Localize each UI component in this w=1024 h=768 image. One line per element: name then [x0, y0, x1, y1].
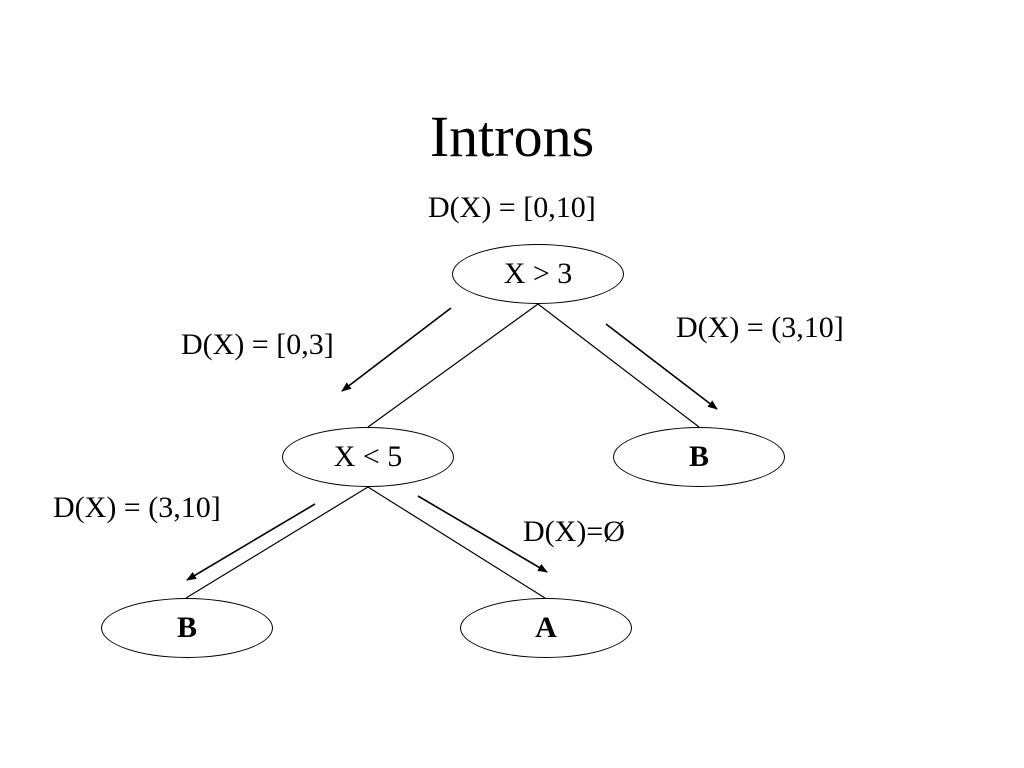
- left-leaf-node: B: [101, 598, 273, 658]
- branch-inner-to-left-leaf: [185, 486, 369, 599]
- right-leaf-label: B: [688, 440, 709, 473]
- inner-node-label: X < 5: [333, 440, 403, 473]
- branch-root-to-inner: [367, 303, 539, 428]
- left-leaf-label: B: [176, 611, 197, 644]
- domain-label-inner-right: D(X)=Ø: [523, 515, 625, 548]
- domain-label-root-left: D(X) = [0,3]: [181, 328, 334, 361]
- right-leaf-node: B: [613, 427, 785, 487]
- inner-node: X < 5: [282, 427, 454, 487]
- slide-title: Introns: [429, 104, 595, 169]
- domain-label-inner-left: D(X) = (3,10]: [53, 491, 221, 524]
- domain-label-root-right: D(X) = (3,10]: [676, 311, 844, 344]
- arrow-inner-left: [186, 503, 316, 581]
- branch-inner-to-middle-leaf: [367, 486, 546, 599]
- domain-label-root: D(X) = [0,10]: [428, 191, 596, 224]
- arrow-root-right: [605, 323, 718, 410]
- root-node: X > 3: [452, 244, 624, 304]
- middle-leaf-label: A: [535, 611, 557, 644]
- arrow-inner-right: [417, 495, 548, 573]
- arrow-root-left: [341, 307, 452, 392]
- branch-root-to-right-leaf: [537, 303, 700, 428]
- root-node-label: X > 3: [503, 257, 573, 290]
- middle-leaf-node: A: [460, 598, 632, 658]
